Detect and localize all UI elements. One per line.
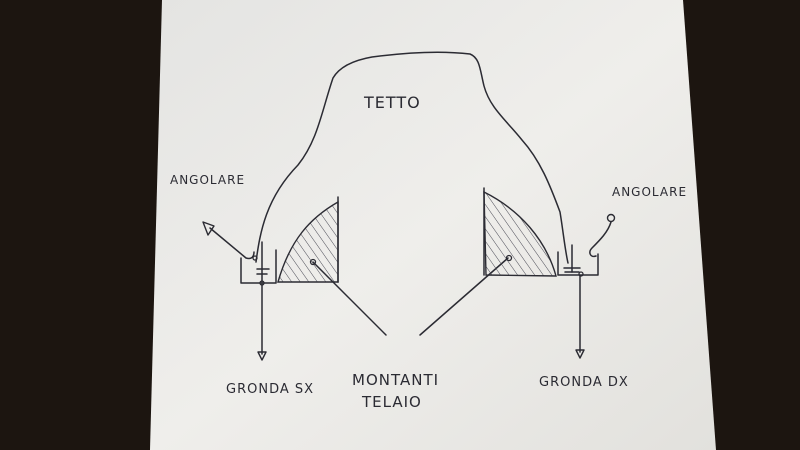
frame-uprights-label-line2: TELAIO (361, 393, 422, 411)
arrow-head-right (575, 349, 585, 359)
bracket-left-leader (209, 227, 255, 260)
bracket-right-label: ANGOLARE (612, 185, 687, 199)
upright-right-hatched (483, 190, 557, 277)
gutter-right-label: GRONDA DX (539, 375, 629, 390)
gutter-right (557, 251, 599, 276)
upright-left-hatched (277, 200, 339, 283)
arrow-head-left (257, 351, 267, 361)
roof-label: TETTO (363, 93, 421, 112)
roof-outline (255, 51, 569, 264)
paper-sheet (150, 0, 716, 450)
frame-uprights-label-line1: MONTANTI (352, 371, 439, 389)
gutter-left (240, 249, 277, 284)
bracket-left-label: ANGOLARE (170, 173, 245, 187)
bracket-right-arrow-head (606, 213, 616, 223)
gutter-left-label: GRONDA SX (226, 382, 314, 397)
bracket-right-leader (589, 221, 612, 258)
bracket-left-arrow-head (202, 221, 215, 236)
